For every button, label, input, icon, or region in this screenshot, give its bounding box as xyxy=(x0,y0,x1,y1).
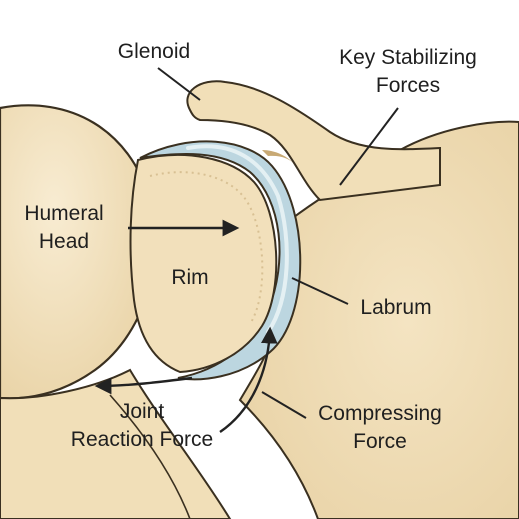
glenoid-face xyxy=(129,154,278,374)
compress-leader xyxy=(261,391,307,419)
coracoid-process xyxy=(186,80,441,202)
label-joint-1: Joint xyxy=(120,400,165,423)
glenoid-leader xyxy=(157,67,201,101)
label-compress-1: Compressing xyxy=(318,402,442,425)
label-humeral-1: Humeral xyxy=(24,202,103,225)
label-key-forces-1: Key Stabilizing xyxy=(339,46,477,69)
labrum-leader xyxy=(291,277,349,305)
label-glenoid: Glenoid xyxy=(118,40,190,63)
label-compress-2: Force xyxy=(353,430,407,453)
label-humeral-2: Head xyxy=(39,230,89,253)
label-joint-2: Reaction Force xyxy=(71,428,213,451)
label-labrum: Labrum xyxy=(360,296,431,319)
compressing-force-arrow xyxy=(219,326,278,433)
label-rim: Rim xyxy=(171,266,208,289)
key-forces-leader xyxy=(339,107,399,186)
joint-reaction-force-arrow xyxy=(94,376,193,395)
label-key-forces-2: Forces xyxy=(376,74,440,97)
